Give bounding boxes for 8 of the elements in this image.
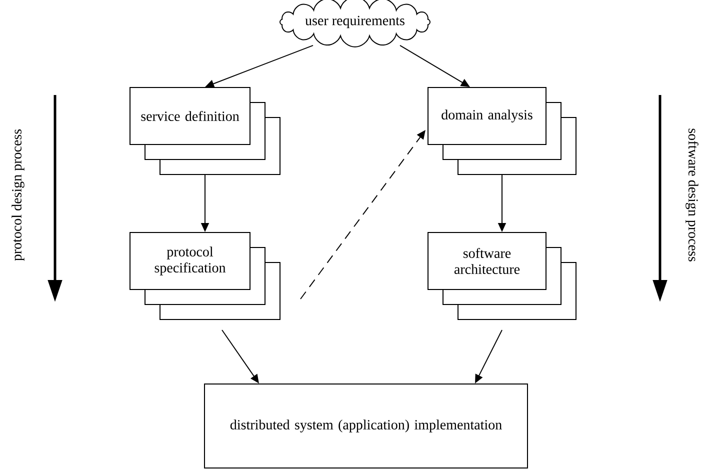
stacked-document-box: service definition — [130, 87, 280, 175]
process-label: protocol design process — [12, 129, 24, 261]
stacked-document-box: protocol specification — [130, 232, 280, 320]
stacked-document-box: software architecture — [428, 232, 576, 320]
arrow — [300, 130, 426, 300]
stacked-document-box: domain analysis — [428, 87, 576, 175]
process-label: software design process — [686, 128, 698, 262]
process-box: distributed system (application) implementation — [204, 384, 528, 468]
